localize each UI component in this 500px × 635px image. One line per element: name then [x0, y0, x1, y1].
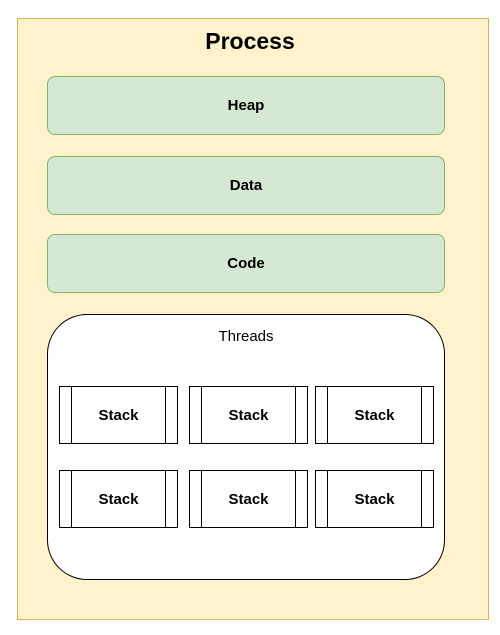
- threads-label: Threads: [218, 328, 274, 345]
- stack-box: Stack: [59, 386, 178, 444]
- stack-box: Stack: [315, 386, 434, 444]
- stack-box: Stack: [315, 470, 434, 528]
- stack-label: Stack: [354, 490, 395, 508]
- stack-label: Stack: [354, 406, 395, 424]
- stack-label: Stack: [98, 406, 139, 424]
- data-segment: Data: [47, 156, 445, 215]
- stack-box: Stack: [189, 470, 308, 528]
- data-label: Data: [229, 177, 263, 194]
- stack-label: Stack: [228, 490, 269, 508]
- heap-segment: Heap: [47, 76, 445, 135]
- stack-box: Stack: [189, 386, 308, 444]
- stack-label: Stack: [228, 406, 269, 424]
- heap-label: Heap: [227, 97, 265, 114]
- threads-container: Threads: [47, 314, 445, 580]
- process-title: Process: [205, 28, 295, 54]
- stack-box: Stack: [59, 470, 178, 528]
- stack-label: Stack: [98, 490, 139, 508]
- code-segment: Code: [47, 234, 445, 293]
- code-label: Code: [227, 255, 265, 272]
